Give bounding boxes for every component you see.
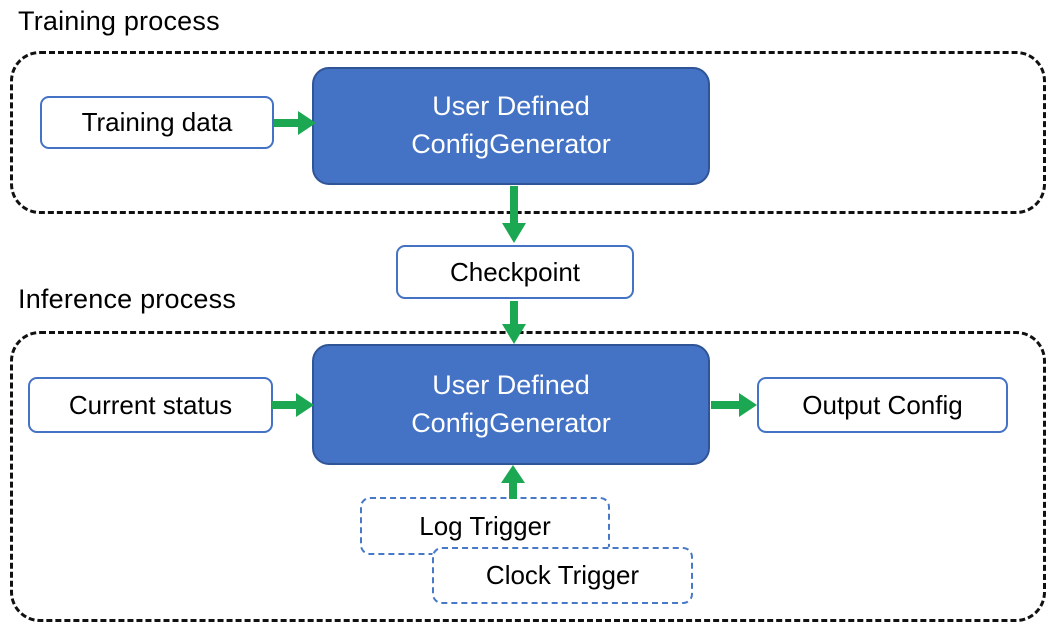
training-process-group: [10, 51, 1046, 214]
arrow-right-icon: [274, 108, 316, 138]
training-config-generator-line1: User Defined: [432, 91, 590, 122]
training-config-generator-line2: ConfigGenerator: [411, 129, 611, 159]
clock-trigger-box: Clock Trigger: [432, 547, 693, 604]
arrow-right-icon: [272, 390, 314, 420]
inference-process-group: [10, 331, 1046, 622]
training-config-generator-box: User Defined ConfigGenerator: [312, 67, 710, 185]
arrow-right-icon: [711, 390, 757, 420]
inference-config-generator-line1: User Defined: [432, 369, 590, 400]
inference-config-generator-line2: ConfigGenerator: [411, 407, 611, 438]
output-config-box: Output Config: [757, 377, 1008, 433]
inference-process-label: Inference process: [18, 284, 237, 314]
arrow-up-icon: [498, 465, 528, 499]
checkpoint-box: Checkpoint: [396, 245, 634, 299]
training-data-box: Training data: [40, 96, 274, 149]
arrow-down-icon: [499, 301, 529, 344]
training-process-label: Training process: [18, 6, 220, 36]
current-status-box: Current status: [28, 377, 273, 433]
arrow-down-icon: [499, 186, 529, 243]
inference-config-generator-box: User Defined ConfigGenerator: [312, 344, 710, 465]
